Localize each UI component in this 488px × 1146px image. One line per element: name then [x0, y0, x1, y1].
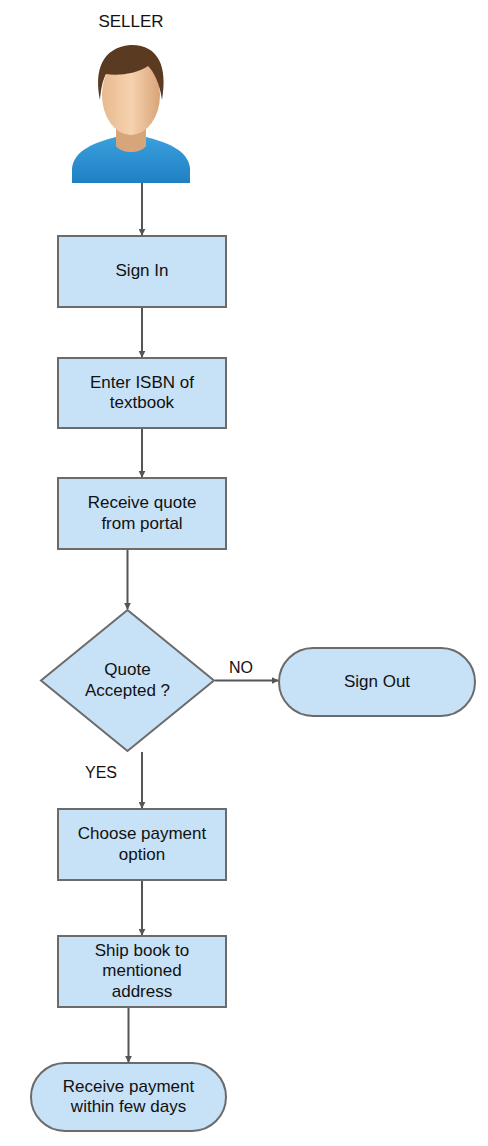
flow-arrow — [141, 881, 143, 935]
flow-arrow — [141, 308, 143, 357]
flow-arrow — [141, 183, 143, 235]
actor-name: SELLER — [98, 12, 163, 32]
process-box: Receive quote from portal — [57, 477, 227, 550]
node-text: Ship book to mentioned address — [82, 941, 202, 1001]
flow-arrow — [141, 429, 143, 477]
terminal-pill: Sign Out — [278, 647, 476, 717]
node-text: Receive payment within few days — [46, 1077, 211, 1117]
person-hair — [98, 45, 164, 100]
node-text: Quote Accepted ? — [78, 660, 178, 700]
edge-label: NO — [229, 659, 253, 677]
node-text: Enter ISBN of textbook — [67, 373, 217, 413]
actor-label: SELLER — [72, 8, 190, 183]
diamond-shape — [41, 610, 214, 751]
flow-arrow — [215, 680, 278, 682]
process-box: Choose payment option — [57, 808, 227, 881]
node-text: Choose payment option — [67, 824, 217, 864]
process-box: Enter ISBN of textbook — [57, 357, 227, 429]
terminal-pill: Receive payment within few days — [30, 1062, 227, 1132]
edge-label: YES — [85, 764, 117, 782]
flow-arrow — [128, 1008, 130, 1062]
process-box: Ship book to mentioned address — [57, 935, 227, 1008]
flow-arrow — [141, 752, 143, 808]
node-text: Sign In — [116, 261, 169, 281]
decision-diamond: Quote Accepted ? — [40, 609, 215, 752]
flow-arrow — [127, 550, 129, 609]
process-box: Sign In — [57, 235, 227, 308]
node-text: Sign Out — [344, 672, 410, 692]
node-text: Receive quote from portal — [72, 493, 212, 533]
